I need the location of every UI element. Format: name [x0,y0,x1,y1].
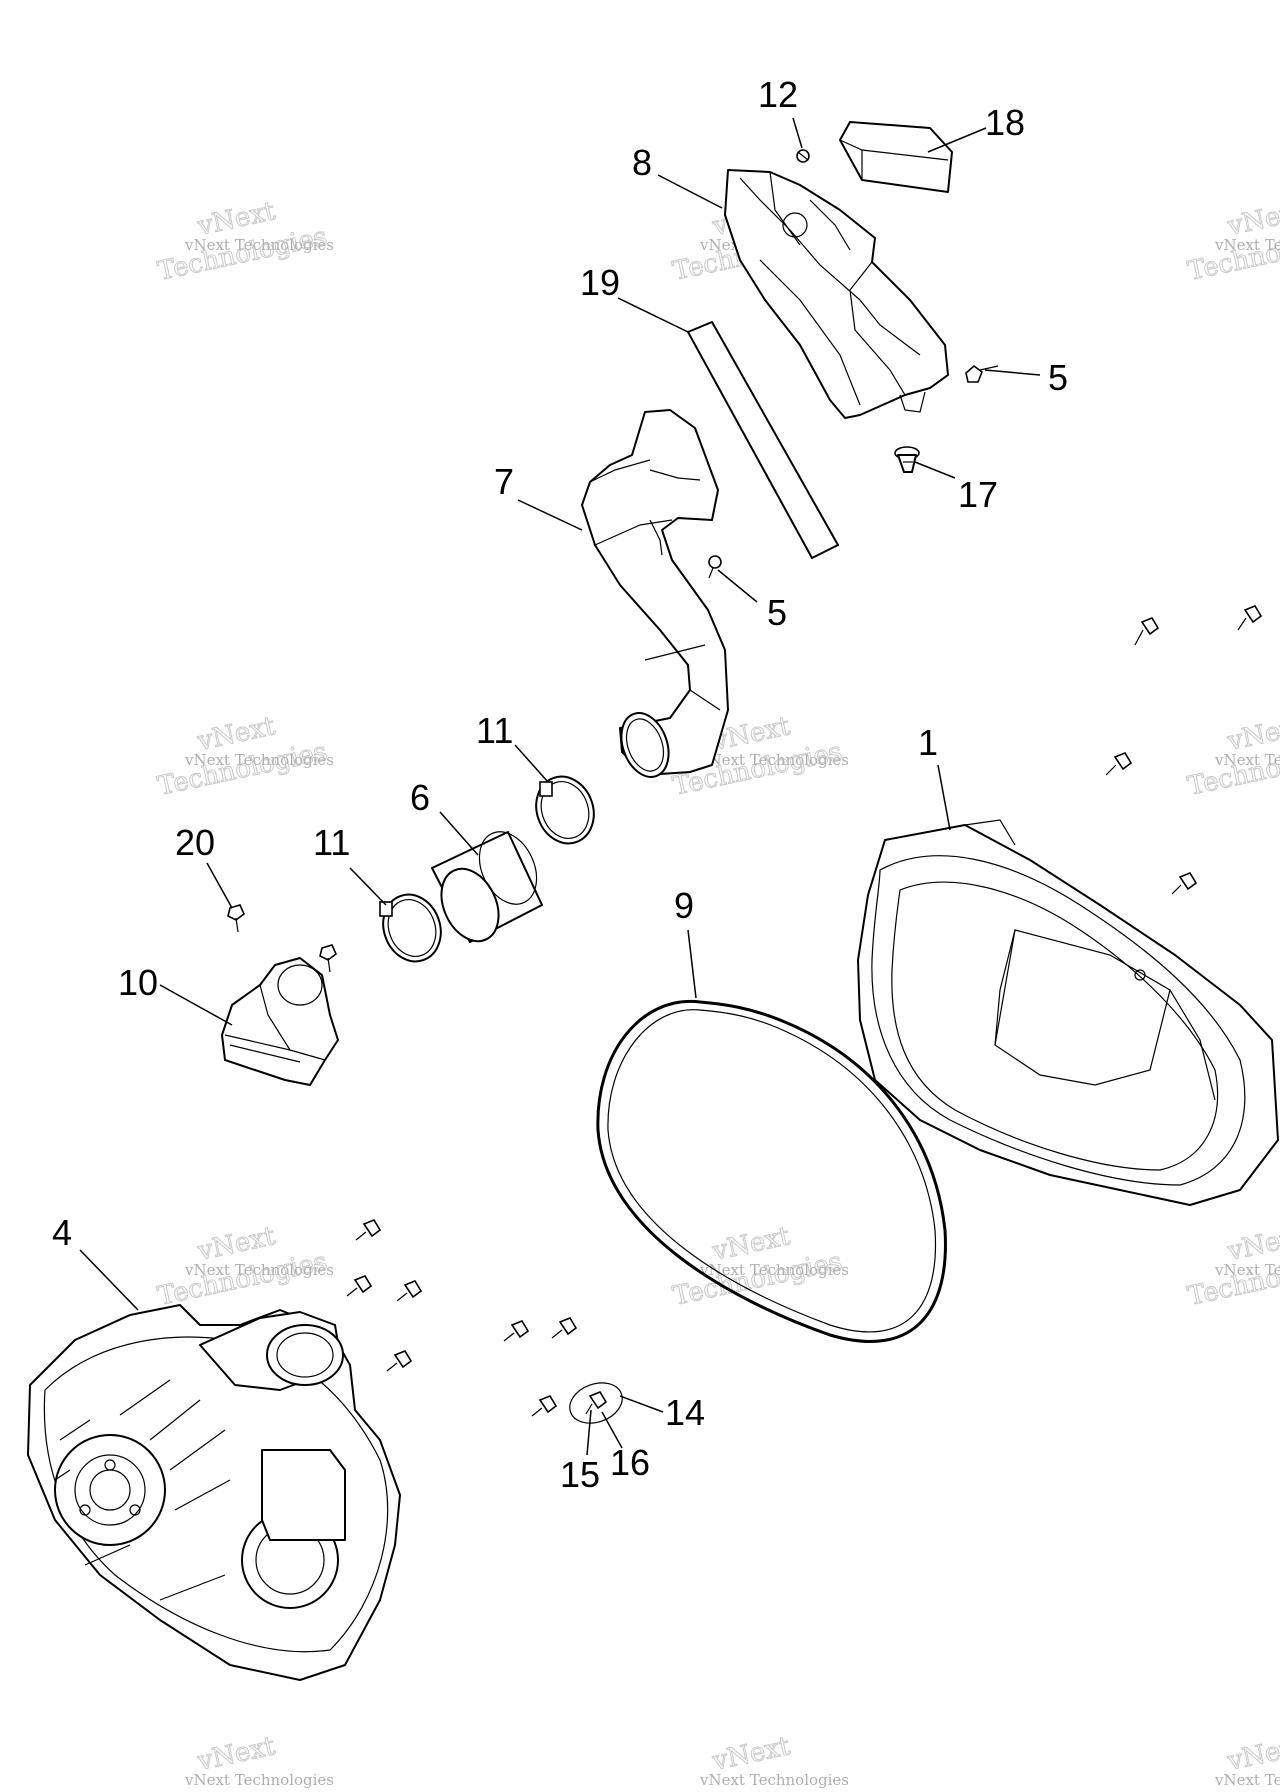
callout-8: 8 [632,142,652,183]
part-5-screw-middle [708,555,722,579]
svg-text:vNext Technologies: vNext Technologies [184,1771,334,1789]
part-11-clamp-upper [535,775,595,845]
svg-text:vNext Technologies: vNext Technologies [699,1771,849,1789]
callout-4: 4 [52,1212,72,1253]
callout-18: 18 [985,102,1025,143]
part-9-drive-belt [596,999,947,1343]
part-20-screw-b [319,944,337,973]
bolt-right-3 [1105,752,1133,776]
bolt-right-4 [1171,872,1198,895]
svg-text:vNext Technologies: vNext Technologies [699,751,849,769]
callout-5: 5 [1048,357,1068,398]
bolt-lower-4 [386,1350,413,1372]
watermark: vNext vNext Technologies Technologies [1185,1221,1280,1313]
part-1-outer-cover [857,819,1279,1206]
part-5-screw-upper [965,364,999,383]
callout-6: 6 [410,777,430,818]
svg-text:vNext Technologies: vNext Technologies [184,236,334,254]
callouts: 12 18 8 19 5 17 7 5 11 1 6 20 11 9 10 4 … [52,74,1068,1495]
part-11-clamp-lower [379,893,442,963]
callout-11: 11 [476,710,513,751]
part-6-sleeve [431,831,543,943]
part-4-inner-cover [27,1304,401,1681]
callout-20: 20 [175,822,215,863]
watermark: vNext vNext Technologies [184,1731,334,1789]
callout-10: 10 [118,962,158,1003]
bolt-lower-6 [551,1317,578,1339]
watermark: vNext vNext Technologies Technologies [155,1221,334,1313]
part-15-16-bolt [585,1391,608,1415]
callout-16: 16 [610,1442,650,1483]
callout-11: 11 [313,822,350,863]
part-18-foam-pad [839,121,953,193]
callout-5: 5 [767,592,787,633]
svg-text:vNext Technologies: vNext Technologies [699,1261,849,1279]
callout-17: 17 [958,474,998,515]
callout-7: 7 [494,461,514,502]
svg-text:vNext Technologies: vNext Technologies [184,1261,334,1279]
callout-1: 1 [918,722,938,763]
part-19-strip [687,321,839,559]
part-8-intake-housing [724,169,949,419]
callout-14: 14 [665,1392,705,1433]
svg-text:vNext Technologies: vNext Technologies [1214,1771,1280,1789]
part-7-air-duct [581,409,729,778]
part-10-outlet-adapter [221,957,339,1086]
watermark: vNext vNext Technologies Technologies [155,196,334,288]
svg-text:vNext Technologies: vNext Technologies [184,751,334,769]
bolt-lower-2 [346,1275,373,1297]
bolt-lower-3 [396,1280,423,1302]
part-14-washer [569,1382,623,1424]
leader-lines [79,117,1041,1456]
svg-text:vNext Technologies: vNext Technologies [1214,236,1280,254]
part-12-screw [796,149,810,163]
bolt-lower-5 [503,1320,530,1342]
callout-12: 12 [758,74,798,115]
watermark: vNext vNext Technologies Technologies [1185,196,1280,288]
bolt-lower-7 [531,1395,558,1417]
watermark: vNext vNext Technologies Technologies [1185,711,1280,803]
svg-text:vNext Technologies: vNext Technologies [1214,751,1280,769]
callout-9: 9 [674,885,694,926]
watermark: vNext vNext Technologies Technologies [155,711,334,803]
watermark: vNext vNext Technologies Technologies [670,1221,849,1313]
callout-15: 15 [560,1454,600,1495]
part-17-push-clip [894,446,920,473]
part-20-screw [227,904,245,933]
bolt-right-1 [1134,617,1160,646]
watermark: vNext vNext Technologies [699,1731,849,1789]
bolt-lower-1 [355,1219,382,1241]
callout-19: 19 [580,262,620,303]
watermark: vNext vNext Technologies [1214,1731,1280,1789]
svg-text:vNext Technologies: vNext Technologies [1214,1261,1280,1279]
bolt-right-2 [1237,605,1263,631]
